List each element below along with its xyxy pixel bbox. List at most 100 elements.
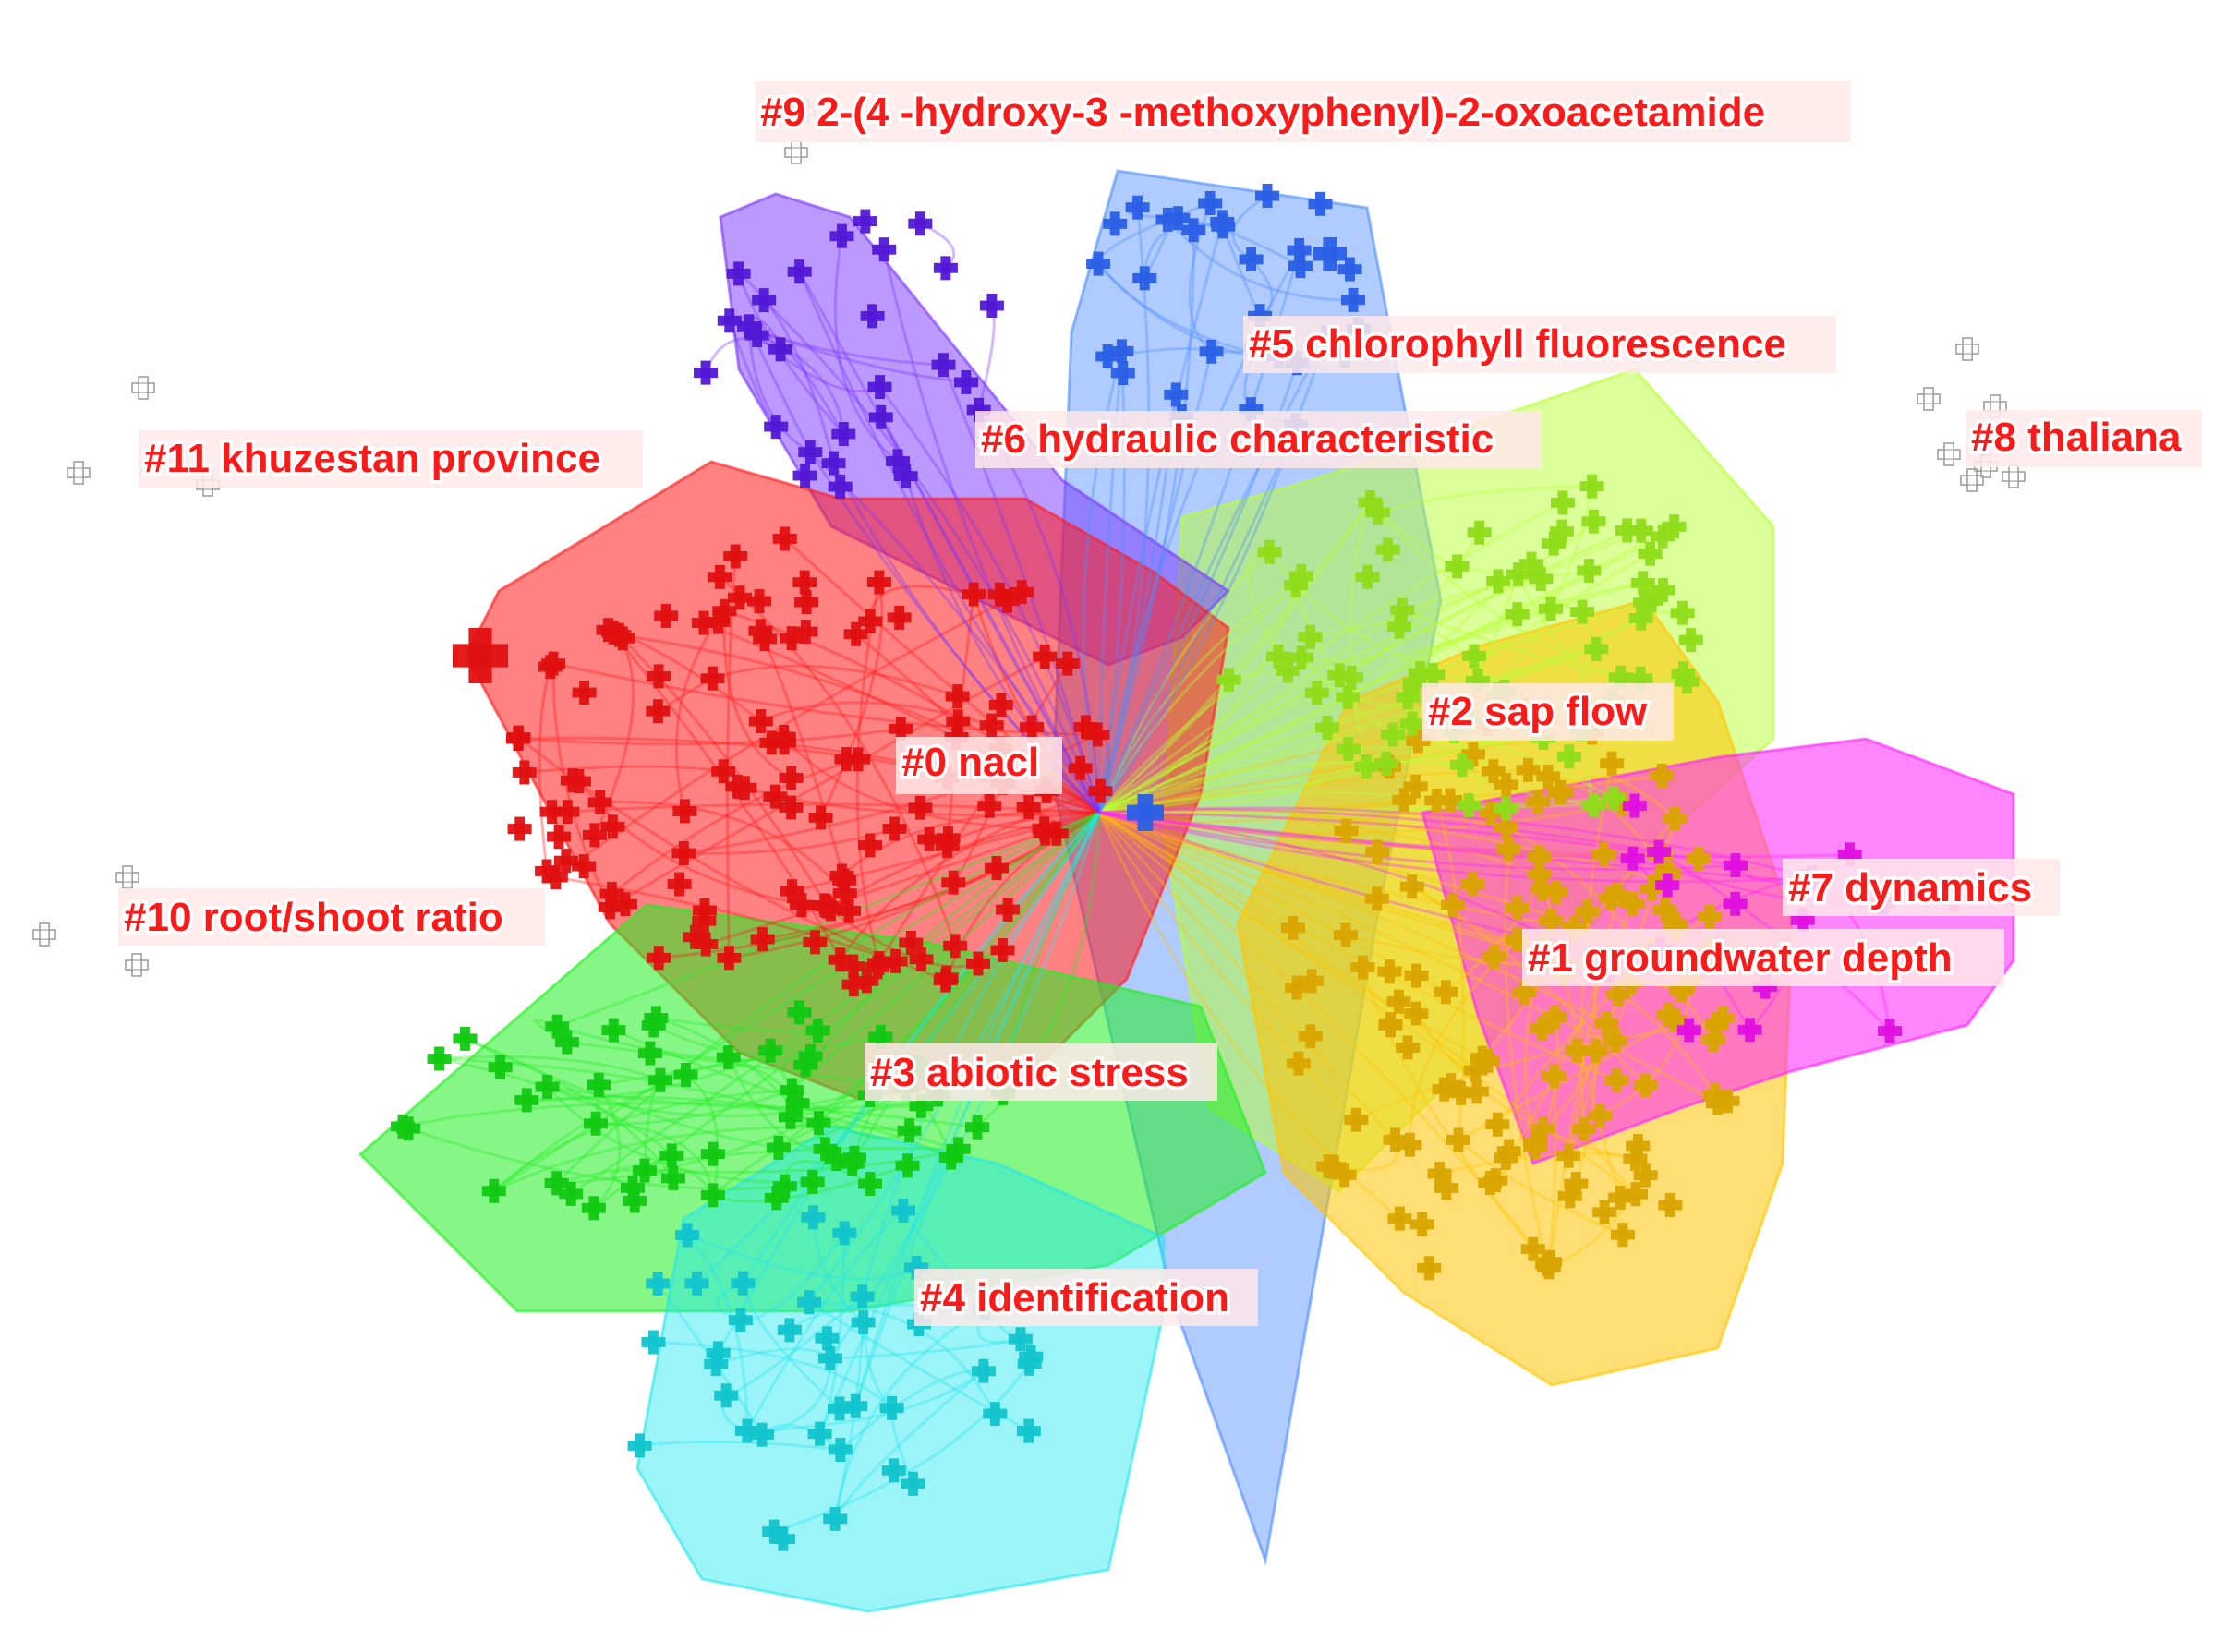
label-cluster-10: #10 root/shoot ratio — [124, 895, 503, 940]
node-marker — [1127, 794, 1164, 831]
edge — [595, 1122, 715, 1196]
node-marker — [933, 256, 958, 281]
node-marker — [1387, 614, 1412, 639]
node-marker — [1563, 915, 1587, 940]
edge — [556, 811, 1100, 1029]
node-marker — [671, 841, 696, 865]
node-marker — [1344, 1107, 1369, 1132]
node-marker — [1623, 1146, 1648, 1171]
node-marker — [717, 946, 742, 971]
node-marker — [1530, 1016, 1555, 1041]
edge — [782, 736, 1045, 830]
node-marker — [1239, 397, 1264, 422]
edge — [811, 812, 1101, 1183]
node-marker — [946, 1137, 971, 1162]
edge — [1458, 1139, 1624, 1236]
node-marker — [750, 927, 775, 952]
node-marker — [1383, 1127, 1408, 1152]
node-marker — [633, 1158, 658, 1183]
edge — [1098, 811, 1719, 1105]
edge — [853, 812, 1101, 1407]
node-marker — [1615, 518, 1639, 543]
node-marker — [1723, 891, 1748, 916]
edge — [1097, 584, 1298, 814]
label-cluster-9: #9 2-(4 -hydroxy-3 -methoxyphenyl)-2-oxo… — [760, 90, 1765, 135]
node-marker — [1434, 1176, 1458, 1200]
node-marker — [67, 461, 91, 485]
node-marker — [506, 725, 531, 750]
node-marker — [1505, 602, 1530, 627]
node-marker — [599, 882, 624, 907]
edge — [556, 1146, 959, 1185]
edge — [639, 1440, 841, 1452]
node-marker — [1542, 531, 1567, 556]
edge — [493, 1125, 910, 1193]
edge — [645, 1147, 960, 1174]
edge — [1098, 580, 1499, 814]
edge — [1098, 811, 1736, 872]
node-marker — [1288, 254, 1313, 279]
node-marker — [750, 1422, 775, 1447]
node-marker — [979, 294, 1004, 318]
node-marker — [1527, 862, 1551, 886]
node-marker — [1653, 898, 1677, 922]
label-cluster-3: #3 abiotic stress — [870, 1050, 1189, 1095]
edge — [819, 582, 884, 819]
node-marker — [1019, 1345, 1044, 1369]
node-marker — [1364, 886, 1389, 911]
node-marker — [1628, 666, 1653, 691]
node-marker — [667, 872, 692, 897]
node-marker — [1010, 580, 1034, 605]
node-marker — [1600, 751, 1625, 776]
node-marker — [828, 1438, 853, 1462]
node-marker — [1276, 658, 1300, 683]
node-marker — [627, 1433, 652, 1458]
edge — [538, 666, 552, 872]
node-marker — [1132, 266, 1157, 291]
node-marker — [723, 544, 748, 569]
node-marker — [1336, 737, 1361, 761]
label-bg-cluster-0 — [896, 737, 1062, 794]
node-marker — [1055, 651, 1080, 676]
node-marker — [1020, 715, 1045, 740]
node-marker — [767, 1135, 791, 1160]
node-marker — [780, 1078, 804, 1103]
node-marker — [1016, 795, 1041, 820]
label-bg-cluster-3 — [865, 1043, 1217, 1101]
node-marker — [1337, 257, 1362, 282]
edge — [1098, 811, 1812, 884]
edge — [829, 1337, 1022, 1360]
node-marker — [872, 237, 897, 262]
node-marker — [1485, 1112, 1510, 1137]
node-marker — [559, 1181, 584, 1206]
node-marker — [728, 585, 752, 610]
label-bg-cluster-2 — [1422, 683, 1674, 741]
edge — [1098, 647, 1597, 814]
node-marker — [1670, 600, 1695, 625]
label-bg-cluster-7 — [1783, 859, 2060, 916]
node-marker — [1557, 1184, 1582, 1209]
edge — [1098, 617, 1642, 814]
edge — [1098, 811, 1607, 1025]
node-marker — [1257, 539, 1282, 564]
node-marker — [1333, 922, 1358, 947]
node-marker — [427, 1046, 452, 1071]
node-marker — [753, 627, 778, 651]
node-marker — [1316, 1154, 1341, 1179]
node-marker — [1016, 1418, 1041, 1443]
node-marker — [966, 951, 990, 976]
edge — [811, 1217, 865, 1324]
node-marker — [768, 337, 793, 362]
node-marker — [1461, 644, 1486, 669]
node-marker — [1288, 563, 1313, 588]
node-marker — [1496, 837, 1521, 862]
node-marker — [1464, 1079, 1489, 1104]
node-marker — [985, 856, 1010, 880]
node-marker — [1542, 1064, 1567, 1089]
node-marker — [792, 464, 817, 488]
node-marker — [641, 1013, 666, 1038]
node-marker — [879, 1395, 904, 1420]
node-marker — [1663, 806, 1688, 831]
node-marker — [832, 1221, 857, 1246]
node-marker — [1164, 382, 1189, 407]
